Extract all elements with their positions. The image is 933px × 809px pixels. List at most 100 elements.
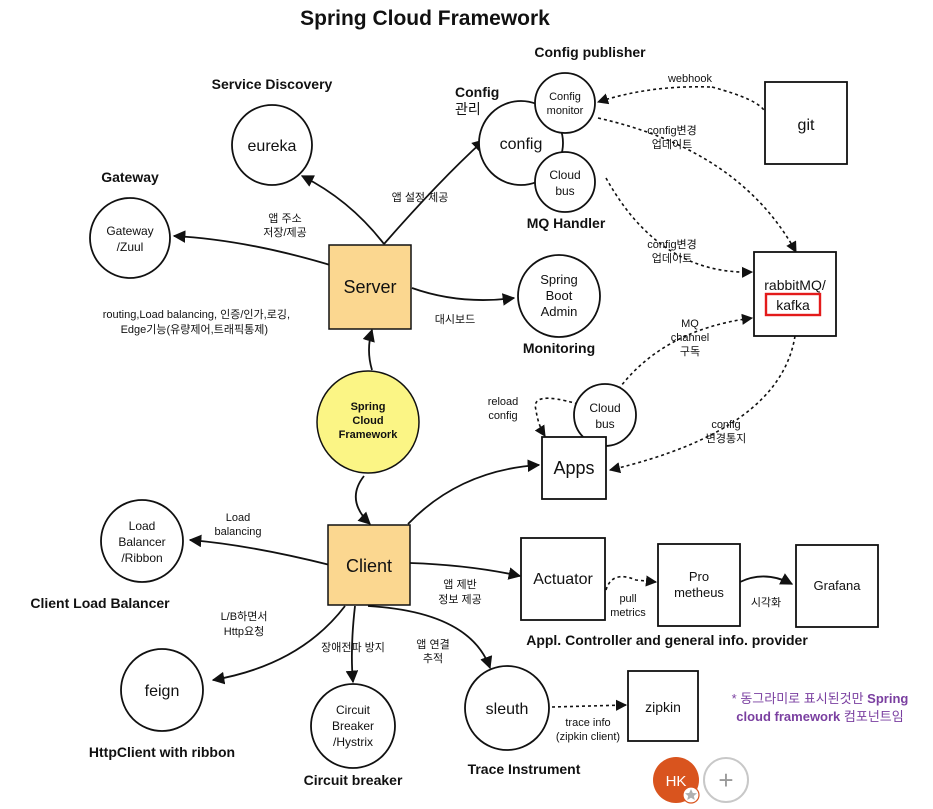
edge-center-client (355, 475, 371, 525)
edge-rabbitmq-apps (608, 335, 796, 474)
load-balancer-label-2: Balancer (118, 535, 165, 549)
heading-service-discovery: Service Discovery (212, 76, 333, 92)
edge-monitor-rabbitmq (597, 117, 797, 253)
label-lb-http-1: L/B하면서 (221, 609, 268, 623)
label-trace-info-2: (zipkin client) (556, 731, 620, 743)
kafka-label: kafka (776, 297, 810, 313)
gateway-label-1: Gateway (106, 224, 153, 238)
cloud-bus-top-label-1: Cloud (549, 168, 580, 182)
edge-actuator-prometheus (605, 575, 658, 591)
apps-node (541, 436, 607, 500)
label-webhook: webhook (667, 73, 713, 85)
config-label: config (500, 136, 543, 153)
label-app-trace-2: 추적 (423, 652, 443, 665)
zipkin-label: zipkin (645, 699, 681, 715)
edge-client-actuator (409, 562, 522, 580)
edge-client-apps (407, 459, 541, 525)
center-label-3: Framework (339, 429, 399, 441)
edge-server-eureka (300, 175, 385, 245)
label-config-notify-2: 변경통지 (706, 432, 746, 445)
server-node (328, 244, 412, 330)
cloud-bus-top-node (534, 151, 596, 213)
load-balancer-label-3: /Ribbon (121, 551, 162, 565)
heading-config-kr: 관리 (455, 101, 481, 117)
label-app-address-1: 앱 주소 (268, 212, 301, 225)
add-button[interactable]: + (703, 757, 749, 803)
label-app-trace-1: 앱 연결 (416, 638, 449, 651)
label-app-address-2: 저장/제공 (263, 226, 307, 239)
circuit-breaker-node (310, 683, 396, 769)
plus-icon: + (718, 765, 733, 795)
spring-boot-admin-label-2: Boot (546, 288, 573, 303)
prometheus-label-1: Pro (689, 569, 709, 584)
edge-client-sleuth (367, 605, 493, 670)
prometheus-label-2: metheus (674, 585, 724, 600)
label-config-update-1b: 업데이트 (652, 138, 692, 151)
label-visualize: 시각화 (751, 596, 781, 609)
config-monitor-label-1: Config (549, 91, 581, 103)
label-fault-prevent: 장애전파 방지 (321, 641, 385, 654)
rabbitmq-label: rabbitMQ/ (764, 277, 826, 293)
label-mq-3: 구독 (680, 345, 700, 358)
actuator-node (520, 537, 606, 621)
config-monitor-label-2: monitor (547, 105, 584, 117)
add-circle (703, 757, 749, 803)
git-label: git (798, 117, 815, 134)
edge-prometheus-grafana (739, 573, 794, 585)
gateway-label-2: /Zuul (117, 240, 144, 254)
edge-git-monitor (596, 85, 711, 105)
label-routing-1: routing,Load balancing, 인증/인가,로깅, (103, 308, 290, 321)
note-bold-1: Spring (867, 691, 908, 706)
feign-label: feign (145, 683, 180, 700)
label-mq-2: channel (671, 332, 710, 344)
edge-server-gateway (172, 230, 341, 269)
center-label-2: Cloud (352, 415, 383, 427)
edge-reload-config (534, 397, 579, 437)
edge-client-circuit (345, 605, 359, 684)
edge-git-webhook-line (711, 86, 766, 113)
feign-node (120, 648, 204, 732)
client-node (327, 524, 411, 606)
label-reload-2: config (488, 410, 517, 422)
user-avatar[interactable]: HK (653, 757, 700, 804)
apps-label: Apps (553, 458, 594, 478)
eureka-node (231, 104, 313, 186)
spring-boot-admin-label-3: Admin (541, 304, 578, 319)
git-node (764, 81, 848, 165)
zipkin-node (627, 670, 699, 742)
label-app-control-1: 앱 제반 (443, 578, 476, 591)
circuit-breaker-label-2: Breaker (332, 719, 374, 733)
label-app-control-2: 정보 제공 (438, 593, 482, 606)
kafka-highlight (764, 292, 822, 317)
note-line-1: * 동그라미로 표시된것만 Spring (732, 691, 909, 706)
label-config-update-1a: config변경 (647, 124, 697, 137)
edge-server-config (383, 139, 485, 245)
label-reload-1: reload (488, 396, 519, 408)
heading-mq-handler: MQ Handler (527, 215, 606, 231)
note-prefix: * 동그라미로 표시된것만 (732, 691, 868, 706)
edge-server-admin (411, 287, 516, 306)
avatar-initials: HK (666, 773, 687, 790)
label-dashboard: 대시보드 (435, 313, 475, 326)
label-config-update-2a: config변경 (647, 238, 697, 251)
edge-appsbus-rabbitmq (614, 313, 754, 395)
label-load-balancing-1: Load (226, 512, 250, 524)
label-config-update-2b: 업데이트 (652, 252, 692, 265)
label-app-config: 앱 설정 제공 (392, 191, 449, 204)
spring-boot-admin-node (517, 254, 601, 338)
cloud-bus-top-label-2: bus (555, 184, 574, 198)
edge-center-server (362, 328, 375, 371)
heading-appl-controller: Appl. Controller and general info. provi… (526, 632, 808, 648)
heading-gateway: Gateway (101, 169, 159, 185)
label-load-balancing-2: balancing (214, 526, 261, 538)
heading-circuit-breaker: Circuit breaker (304, 772, 403, 788)
heading-monitoring: Monitoring (523, 340, 595, 356)
note-line-2: cloud framework 컴포넌트임 (736, 709, 903, 724)
heading-config: Config (455, 84, 499, 100)
note-bold-2: cloud framework (736, 709, 841, 724)
star-icon (685, 789, 697, 800)
label-trace-info-1: trace info (565, 717, 610, 729)
sleuth-node (464, 665, 550, 751)
heading-config-publisher: Config publisher (534, 44, 646, 60)
